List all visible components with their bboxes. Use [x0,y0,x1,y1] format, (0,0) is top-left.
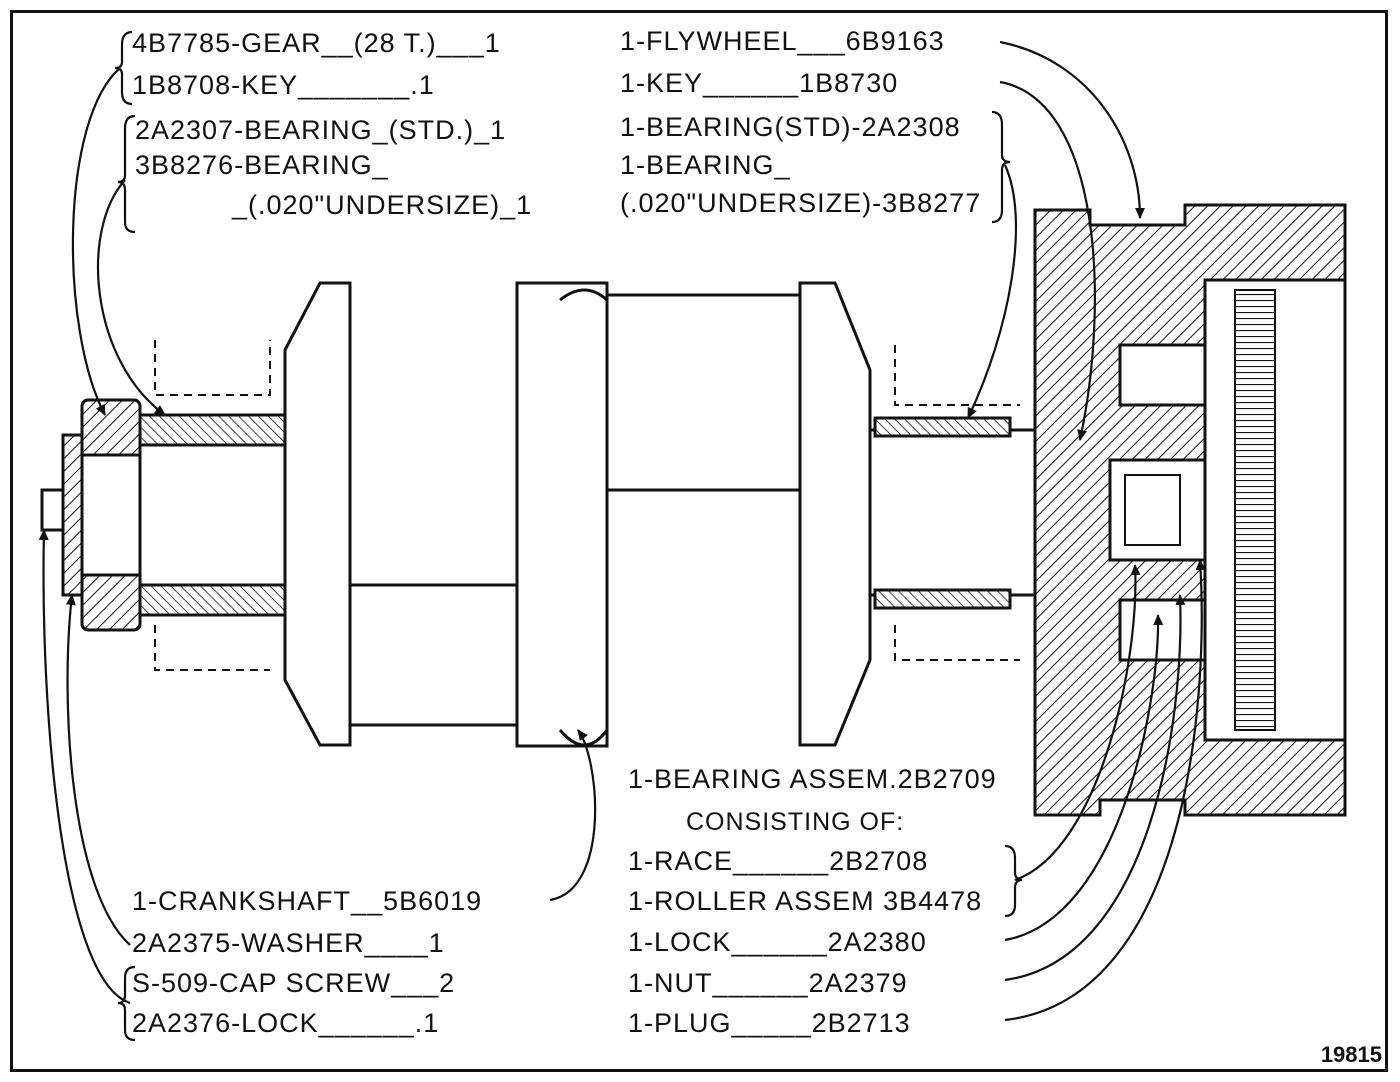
middle-web [515,281,609,748]
bracket-left-bottom [117,965,136,1042]
label-lock-left: 2A2376-LOCK______.1 [132,1008,440,1038]
label-key-right: 1-KEY______1B8730 [620,68,899,98]
label-plug: 1-PLUG_____2B2713 [628,1008,911,1038]
leader-plug [1004,559,1206,1022]
left-bearing-top [138,413,287,447]
left-bearing-bottom [138,583,287,617]
left-web [283,281,352,747]
bracket-left-top-1 [114,30,133,106]
leader-gear [71,67,121,416]
label-nut: 1-NUT______2A2379 [628,968,908,998]
label-bearing-undersize-right: 1-BEARING_ [620,150,791,180]
left-crank-pin [348,583,522,727]
leader-left-bearing [96,179,166,416]
label-bearing-undersize-left: 3B8276-BEARING_ [135,150,389,180]
left-journal [138,443,287,587]
label-bearing-std-right: 1-BEARING(STD)-2A2308 [620,112,961,142]
leader-washer [65,594,131,946]
bracket-right-bottom [1004,844,1023,918]
label-key-left: 1B8708-KEY_______.1 [132,70,435,100]
label-roller-assem: 1-ROLLER ASSEM 3B4478 [628,886,983,916]
label-gear: 4B7785-GEAR__(28 T.)___1 [132,28,501,58]
label-undersize-right: (.020"UNDERSIZE)-3B8277 [620,188,982,218]
bracket-right-top [991,110,1011,224]
right-crank-pin [605,293,804,492]
right-web [798,281,872,747]
leader-flywheel [999,40,1145,219]
leader-nut [1004,594,1186,982]
leader-right-bearing [967,164,1018,419]
figure-border [10,10,1388,1072]
label-bearing-std-left: 2A2307-BEARING_(STD.)_1 [135,115,507,145]
label-bearing-assem: 1-BEARING ASSEM.2B2709 [628,764,997,794]
right-bearing-bottom [873,588,1012,610]
label-consisting-of: CONSISTING OF: [686,808,905,836]
figure-number: 19815 [1320,1042,1382,1067]
leader-cap-screw [38,529,131,1005]
label-undersize-left: _(.020"UNDERSIZE)_1 [232,190,533,220]
leader-key [999,80,1096,441]
leader-race [1014,564,1141,882]
washer [61,433,85,597]
label-flywheel: 1-FLYWHEEL___6B9163 [620,26,945,56]
label-lock-right: 1-LOCK______2A2380 [628,927,927,957]
label-cap-screw: S-509-CAP SCREW___2 [132,968,456,998]
leader-lock [1004,614,1164,942]
bracket-left-top-2 [117,114,136,234]
leader-crankshaft [549,729,597,902]
label-race: 1-RACE______2B2708 [628,846,929,876]
label-crankshaft: 1-CRANKSHAFT__5B6019 [132,886,483,916]
label-washer: 2A2375-WASHER____1 [132,928,445,958]
right-bearing-top [873,416,1012,438]
right-journal [868,428,1037,597]
